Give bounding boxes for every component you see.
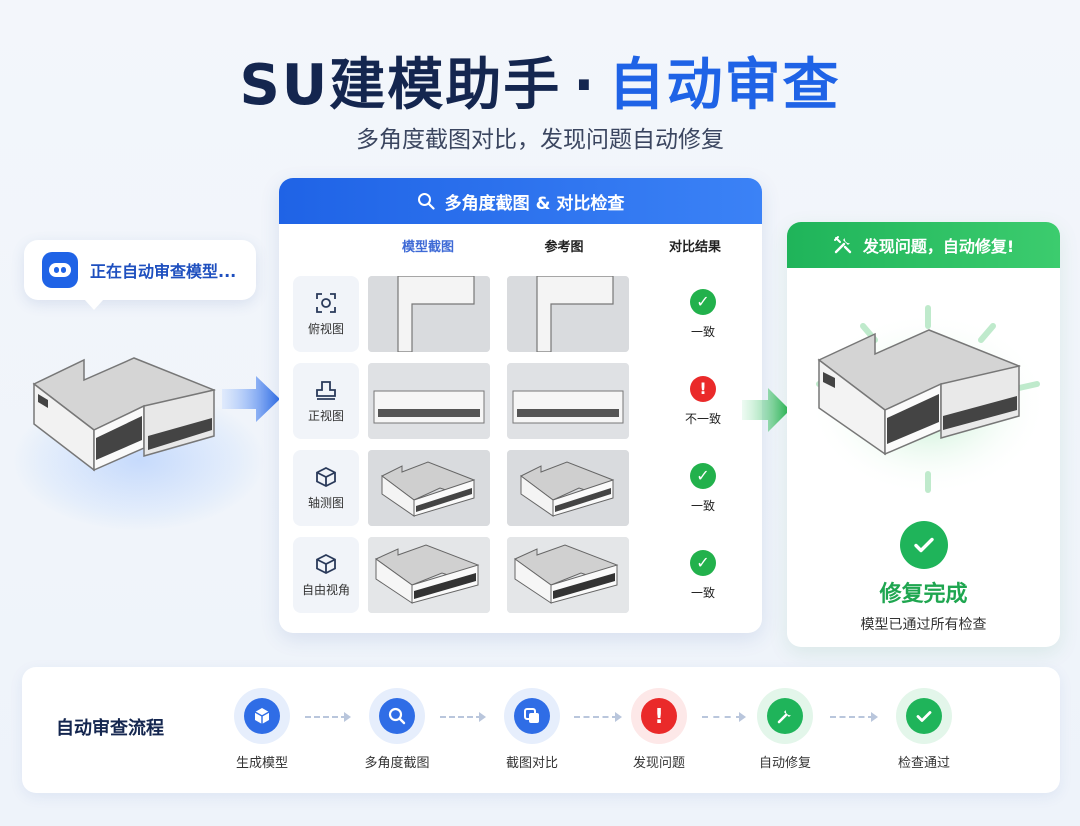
view-label: 自由视角	[293, 537, 359, 613]
view-label: 轴测图	[293, 450, 359, 526]
step-label: 发现问题	[632, 756, 685, 771]
view-label: 正视图	[293, 363, 359, 439]
page-title: SU建模助手·自动审查	[0, 40, 1080, 121]
flow-arrow	[830, 712, 878, 722]
compare-result: ✓ 一致	[653, 276, 753, 352]
front-view-icon	[316, 380, 336, 400]
column-compare-result: 对比结果	[668, 240, 721, 255]
page-subtitle: 多角度截图对比，发现问题自动修复	[356, 127, 724, 153]
reference-image	[507, 276, 629, 352]
check-circle-icon: ✓	[690, 462, 716, 489]
top-view-icon	[316, 292, 336, 313]
step-label: 多角度截图	[364, 756, 430, 771]
comparison-panel-header: 多角度截图 & 对比检查	[279, 178, 762, 224]
axonometric-icon	[316, 466, 336, 487]
workflow-title: 自动审查流程	[56, 718, 164, 739]
comparison-panel: 多角度截图 & 对比检查 模型截图 参考图 对比结果 俯视图 ✓ 一致 正视图	[279, 178, 762, 633]
result-text: 不一致	[684, 411, 721, 426]
fix-panel: 发现问题，自动修复!	[787, 222, 1060, 647]
status-text: 正在自动审查模型...	[90, 262, 237, 281]
reference-image	[507, 363, 629, 439]
alert-icon: !	[641, 698, 677, 734]
free-view-icon	[316, 553, 336, 574]
view-label: 俯视图	[293, 276, 359, 352]
title-dot: ·	[573, 53, 597, 118]
view-name: 俯视图	[307, 321, 344, 336]
reference-image	[507, 537, 629, 613]
flow-arrow	[305, 712, 351, 722]
comparison-panel-title: 多角度截图 & 对比检查	[444, 193, 625, 214]
reference-image	[507, 450, 629, 526]
title-part-1: SU建模助手	[239, 53, 562, 118]
step-label: 自动修复	[758, 756, 811, 771]
model-screenshot	[368, 450, 490, 526]
workflow-step-screenshots: 多角度截图	[342, 688, 452, 771]
compare-icon	[514, 698, 550, 734]
comparison-row-front-view: 正视图 ! 不一致	[293, 363, 753, 439]
view-name: 正视图	[307, 408, 344, 423]
model-screenshot	[368, 363, 490, 439]
search-icon	[417, 193, 435, 210]
check-circle-icon: ✓	[690, 549, 716, 576]
view-name: 自由视角	[301, 582, 350, 597]
workflow-step-find-issue: ! 发现问题	[604, 688, 714, 771]
alert-circle-icon: !	[690, 375, 716, 402]
compare-result: ✓ 一致	[653, 450, 753, 526]
status-bubble: 正在自动审查模型...	[24, 240, 256, 310]
done-subtitle: 模型已通过所有检查	[860, 617, 987, 633]
cube-icon	[244, 698, 280, 734]
comparison-row-top-view: 俯视图 ✓ 一致	[293, 276, 753, 352]
building-model-fixed	[808, 305, 1048, 494]
check-icon	[906, 698, 942, 734]
fix-panel-header: 发现问题，自动修复!	[787, 222, 1060, 268]
compare-result: ! 不一致	[653, 363, 753, 439]
view-name: 轴测图	[307, 495, 344, 510]
step-label: 检查通过	[897, 756, 950, 771]
result-text: 一致	[690, 585, 715, 600]
model-screenshot	[368, 276, 490, 352]
check-circle-icon: ✓	[690, 288, 716, 315]
result-text: 一致	[690, 324, 715, 339]
comparison-row-axonometric: 轴测图 ✓ 一致	[293, 450, 753, 526]
title-part-2: 自动审查	[608, 53, 841, 118]
done-check-icon	[900, 521, 948, 569]
arrow-right-icon	[222, 376, 280, 422]
step-label: 生成模型	[235, 756, 288, 771]
flow-arrow	[574, 712, 622, 722]
fix-panel-title: 发现问题，自动修复!	[862, 237, 1015, 256]
flow-arrow	[702, 712, 746, 722]
workflow-step-passed: 检查通过	[869, 688, 979, 771]
result-text: 一致	[690, 498, 715, 513]
compare-result: ✓ 一致	[653, 537, 753, 613]
tools-icon	[833, 236, 852, 254]
done-title: 修复完成	[879, 582, 968, 607]
model-screenshot	[368, 537, 490, 613]
column-reference-image: 参考图	[544, 240, 584, 255]
building-model-left	[32, 357, 216, 472]
workflow-step-generate-model: 生成模型	[207, 688, 317, 771]
comparison-row-free-view: 自由视角 ✓ 一致	[293, 537, 753, 613]
workflow-step-auto-fix: 自动修复	[730, 688, 840, 771]
robot-icon	[42, 252, 78, 288]
wrench-icon	[767, 698, 803, 734]
flow-arrow	[440, 712, 486, 722]
search-icon	[379, 698, 415, 734]
step-label: 截图对比	[505, 756, 558, 771]
workflow-step-compare: 截图对比	[477, 688, 587, 771]
arrow-right-green-icon	[742, 388, 790, 432]
column-model-screenshot: 模型截图	[401, 240, 454, 255]
